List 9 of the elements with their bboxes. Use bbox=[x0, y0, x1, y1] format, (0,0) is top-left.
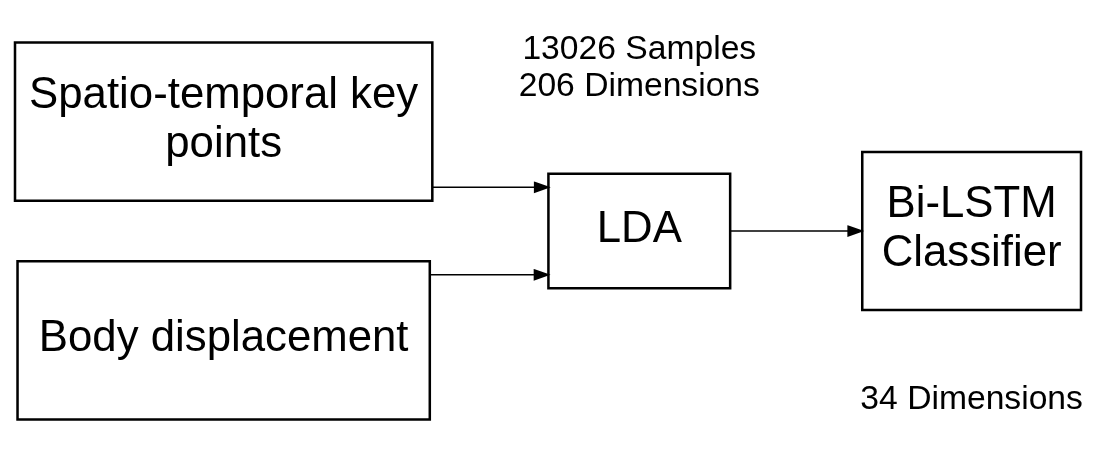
node-box: Spatio-temporal key points bbox=[13, 41, 434, 202]
node-box: Bi-LSTM Classifier bbox=[861, 150, 1083, 312]
arrow bbox=[729, 225, 865, 237]
arrow bbox=[431, 181, 551, 194]
node-box: Body displacement bbox=[16, 260, 432, 421]
arrow bbox=[429, 268, 551, 281]
label: 34 Dimensions bbox=[860, 379, 1083, 417]
node-box: LDA bbox=[547, 172, 732, 290]
label: 13026 Samples 206 Dimensions bbox=[518, 29, 760, 104]
